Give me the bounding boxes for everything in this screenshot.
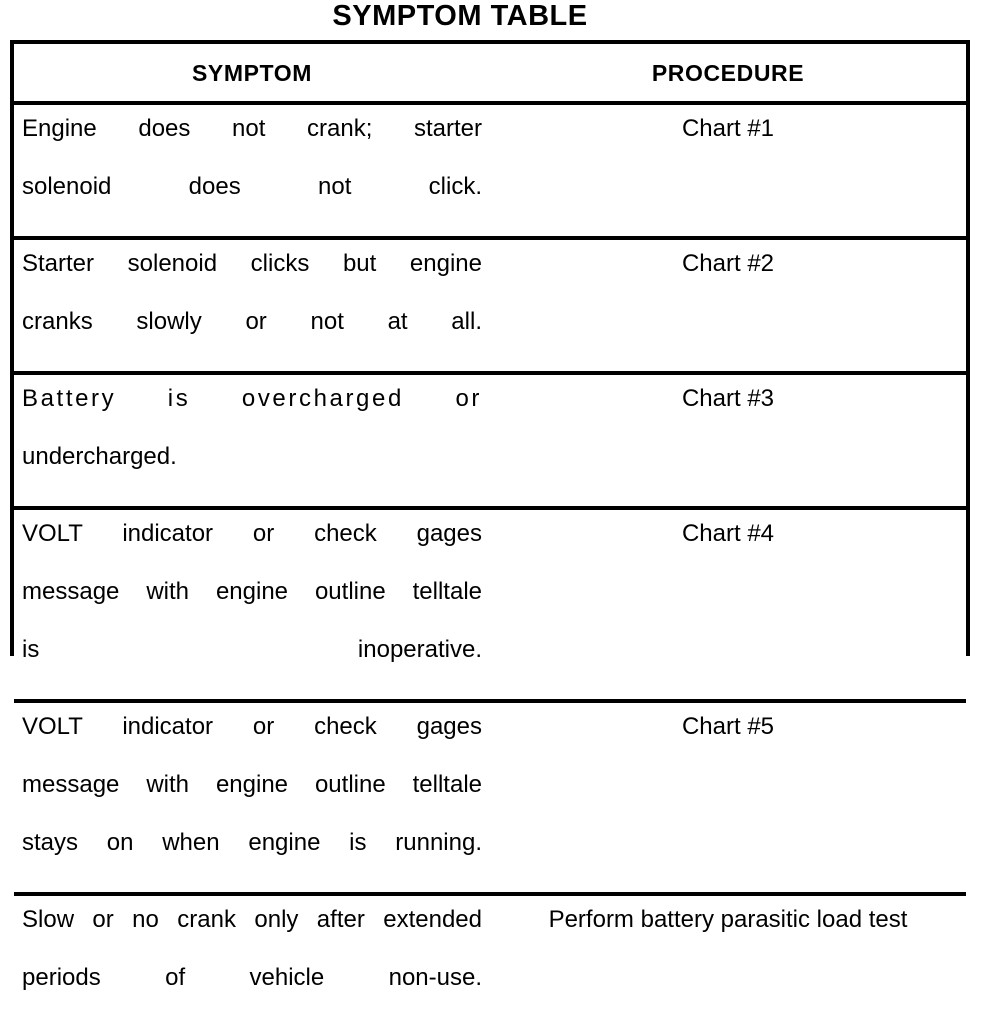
symptom-table-grid: SYMPTOM PROCEDURE Engine does not crank;… [14, 44, 966, 1027]
table-row: Slow or no crank only after extended per… [14, 894, 966, 1027]
symptom-line: Slow or no crank only after extended [22, 906, 482, 933]
symptom-line: solenoid does not click. [22, 173, 482, 200]
procedure-cell: Chart #2 [490, 238, 966, 375]
procedure-text: Chart #4 [681, 520, 775, 547]
page-root: SYMPTOM TABLE SYMPTOM PROCEDURE [10, 0, 970, 1027]
symptom-table: SYMPTOM PROCEDURE Engine does not crank;… [10, 40, 970, 1027]
table-row: VOLT indicator or check gages message wi… [14, 508, 966, 703]
symptom-text: VOLT indicator or check gages message wi… [14, 703, 490, 892]
symptom-line: Battery is overcharged or [22, 385, 482, 412]
symptom-text: Battery is overcharged or undercharged. [14, 375, 490, 506]
symptom-cell: VOLT indicator or check gages message wi… [14, 701, 490, 896]
symptom-cell: Engine does not crank; starter solenoid … [14, 103, 490, 240]
symptom-cell: VOLT indicator or check gages message wi… [14, 508, 490, 703]
procedure-cell: Perform battery parasitic load test [490, 894, 966, 1027]
symptom-line: stays on when engine is running. [22, 829, 482, 856]
page-title: SYMPTOM TABLE [332, 0, 588, 32]
symptom-text: Starter solenoid clicks but engine crank… [14, 240, 490, 371]
table-header-row: SYMPTOM PROCEDURE [14, 44, 966, 105]
symptom-line: periods of vehicle non-use. [22, 964, 482, 991]
symptom-line: message with engine outline telltale [22, 578, 482, 605]
symptom-line: VOLT indicator or check gages [22, 520, 482, 547]
procedure-text: Chart #2 [681, 250, 775, 277]
symptom-text: Slow or no crank only after extended per… [14, 896, 490, 1027]
symptom-line: message with engine outline telltale [22, 771, 482, 798]
procedure-cell: Chart #1 [490, 103, 966, 240]
procedure-text: Chart #1 [681, 115, 775, 142]
header-cell-procedure: PROCEDURE [490, 44, 966, 105]
symptom-cell: Battery is overcharged or undercharged. [14, 373, 490, 510]
table-row: Battery is overcharged or undercharged. … [14, 373, 966, 510]
symptom-line: VOLT indicator or check gages [22, 713, 482, 740]
symptom-line: undercharged. [22, 443, 177, 470]
symptom-line: cranks slowly or not at all. [22, 308, 482, 335]
symptom-line: Starter solenoid clicks but engine [22, 250, 482, 277]
symptom-text: Engine does not crank; starter solenoid … [14, 105, 490, 236]
column-header-procedure: PROCEDURE [651, 60, 805, 86]
procedure-cell: Chart #5 [490, 701, 966, 896]
symptom-line: is inoperative. [22, 636, 482, 663]
procedure-text: Chart #3 [681, 385, 775, 412]
procedure-cell: Chart #3 [490, 373, 966, 510]
symptom-line: Engine does not crank; starter [22, 115, 482, 142]
table-row: VOLT indicator or check gages message wi… [14, 701, 966, 896]
symptom-cell: Starter solenoid clicks but engine crank… [14, 238, 490, 375]
symptom-cell: Slow or no crank only after extended per… [14, 894, 490, 1027]
procedure-text: Chart #5 [681, 713, 775, 740]
header-cell-symptom: SYMPTOM [14, 44, 490, 105]
table-row: Engine does not crank; starter solenoid … [14, 103, 966, 240]
table-row: Starter solenoid clicks but engine crank… [14, 238, 966, 375]
procedure-cell: Chart #4 [490, 508, 966, 703]
symptom-text: VOLT indicator or check gages message wi… [14, 510, 490, 699]
procedure-text: Perform battery parasitic load test [548, 906, 908, 933]
column-header-symptom: SYMPTOM [191, 60, 313, 86]
